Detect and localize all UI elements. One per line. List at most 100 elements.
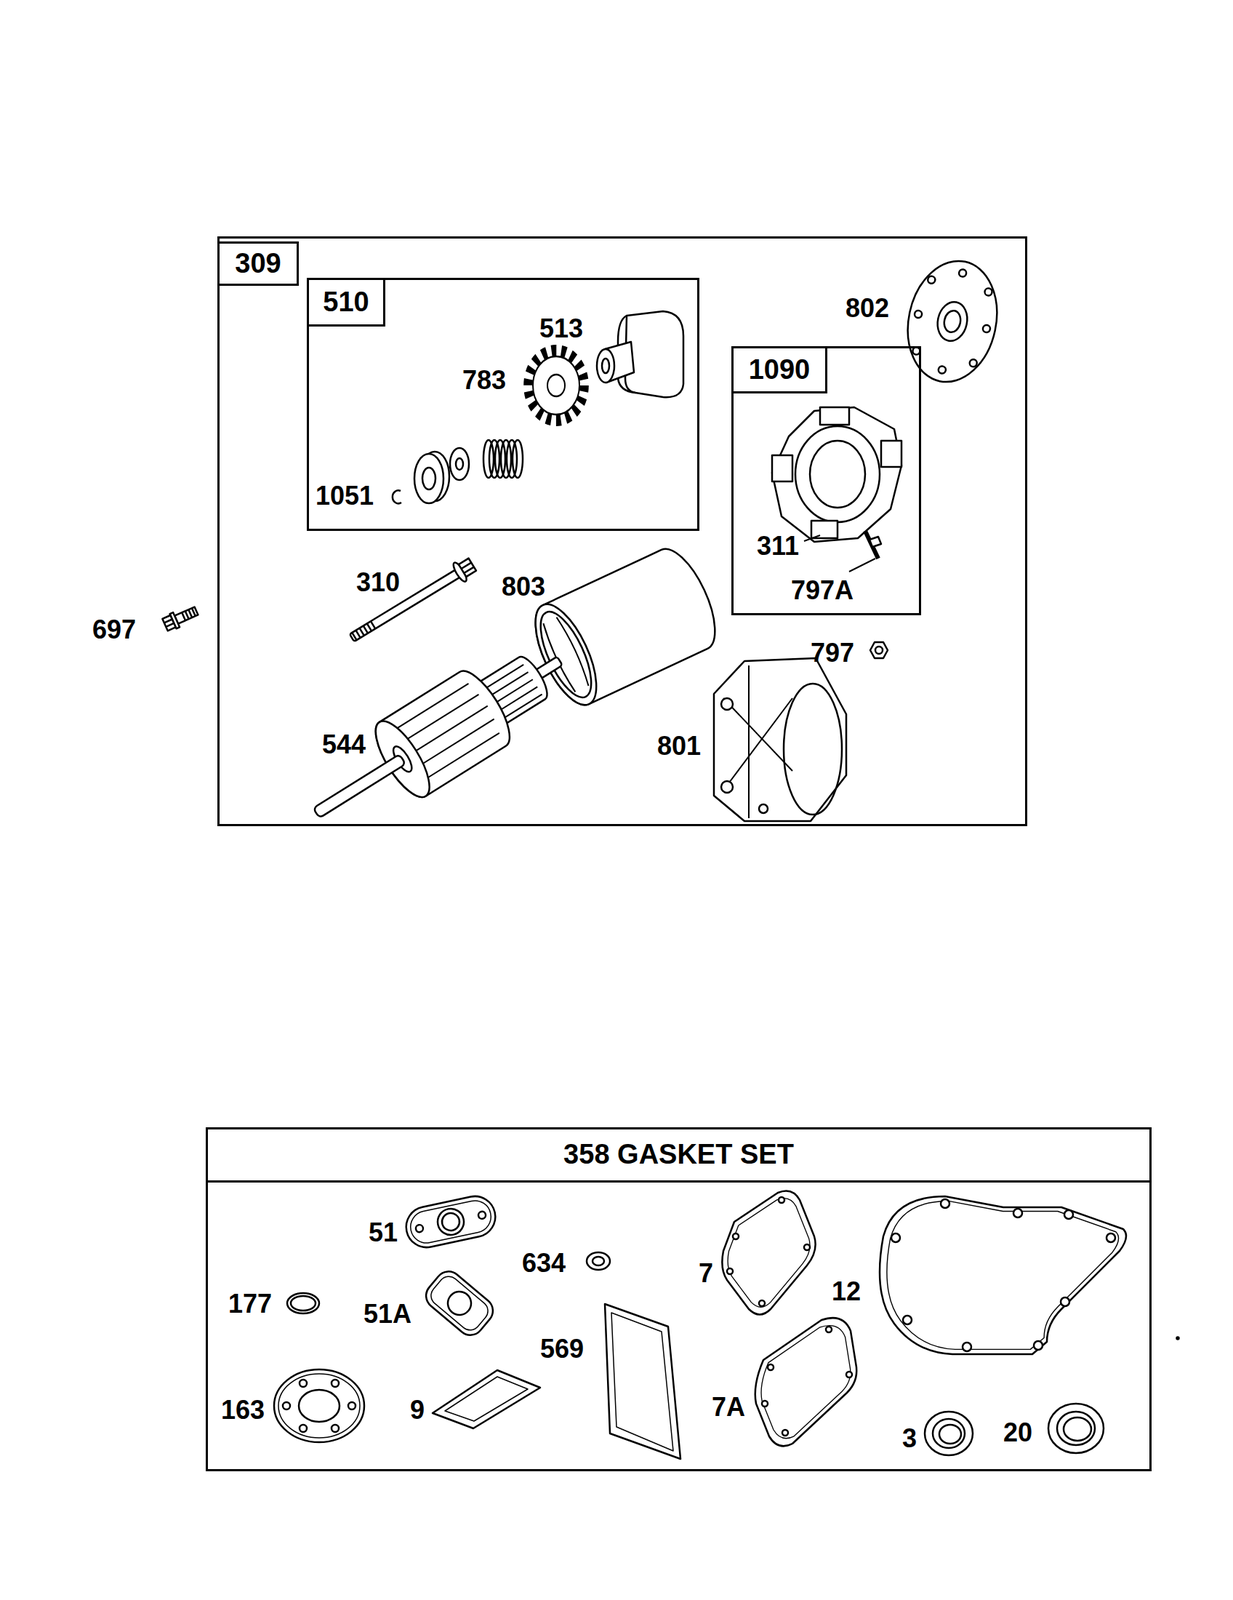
nut <box>870 641 888 658</box>
set-title: 358 GASKET SET <box>563 1139 794 1170</box>
gasket <box>442 1286 476 1319</box>
gasket <box>604 1303 681 1459</box>
callout-number: 51 <box>368 1219 398 1246</box>
gasket <box>402 1192 500 1252</box>
gasket <box>846 1371 853 1377</box>
end-cap <box>783 683 842 815</box>
gasket <box>727 1198 810 1308</box>
gasket <box>611 1312 674 1451</box>
seal <box>586 1251 610 1270</box>
gasket <box>902 1315 912 1324</box>
bolt <box>162 603 200 632</box>
gasket <box>879 1195 1127 1354</box>
gasket <box>825 1326 832 1332</box>
spring <box>512 439 523 478</box>
callout-number: 634 <box>521 1249 566 1276</box>
oil-seal <box>1048 1403 1104 1453</box>
gasket <box>432 1369 541 1428</box>
drive-housing <box>625 311 684 397</box>
gasket <box>299 1424 307 1432</box>
gasket <box>758 1299 765 1306</box>
oil-seal <box>939 1424 962 1444</box>
end-cap <box>758 804 768 813</box>
gasket <box>477 1210 487 1220</box>
gasket <box>879 1195 1127 1354</box>
pinion-gear <box>528 350 585 421</box>
end-plate <box>984 287 994 296</box>
retaining-ring <box>392 490 402 504</box>
brush-holder <box>772 455 793 482</box>
gasket <box>755 1317 857 1446</box>
brush-holder <box>869 536 882 547</box>
pinion-gear <box>547 374 565 397</box>
callout-number: 311 <box>756 532 799 560</box>
end-cap <box>723 665 793 818</box>
nut <box>870 641 888 658</box>
gasket <box>282 1401 291 1409</box>
drive-housing <box>601 358 610 373</box>
callout-number: 3 <box>902 1424 917 1452</box>
pinion-gear <box>528 350 585 421</box>
washer <box>455 458 464 470</box>
brush-holder <box>811 520 838 538</box>
gasket <box>1064 1209 1074 1219</box>
gasket <box>420 1265 498 1340</box>
end-plate <box>969 358 978 368</box>
gasket <box>891 1233 901 1242</box>
motor-frame <box>556 615 592 686</box>
gasket <box>274 1368 365 1442</box>
gasket <box>886 1200 1119 1349</box>
gasket <box>782 1429 789 1436</box>
callout-number: 1051 <box>315 482 374 509</box>
through-bolt <box>351 620 376 640</box>
armature <box>365 663 520 805</box>
oil-seal <box>924 1411 973 1455</box>
end-plate <box>942 308 963 334</box>
group-tab: 309 <box>217 241 299 286</box>
brush-holder <box>772 407 902 542</box>
gasket <box>278 1373 360 1438</box>
oil-seal <box>924 1411 973 1455</box>
gasket <box>435 1206 467 1238</box>
callout-number: 177 <box>228 1290 272 1317</box>
brush-holder <box>795 426 880 522</box>
callout-number: 51A <box>363 1300 412 1327</box>
gasket <box>804 1243 810 1250</box>
callout-number: 801 <box>657 732 701 759</box>
callout-number: 7 <box>698 1259 714 1287</box>
group-number: 309 <box>234 248 281 280</box>
callout-number: 513 <box>539 315 584 342</box>
pinion-gear <box>532 356 580 415</box>
armature <box>292 623 584 850</box>
gasket <box>415 1223 424 1233</box>
callout-number: 802 <box>845 295 890 322</box>
gasket <box>440 1211 461 1232</box>
o-ring <box>287 1292 320 1313</box>
washer <box>450 447 469 480</box>
gasket <box>761 1400 768 1407</box>
callout-number: 797 <box>810 639 855 666</box>
end-cap <box>721 697 733 710</box>
gasket <box>402 1192 500 1252</box>
through-bolt <box>349 569 461 642</box>
gasket <box>604 1303 681 1459</box>
spring <box>483 439 523 478</box>
gasket <box>755 1317 857 1446</box>
gasket <box>444 1376 528 1421</box>
washer <box>450 447 469 480</box>
callout-number: 310 <box>356 569 400 596</box>
gasket <box>761 1325 851 1439</box>
gasket <box>426 1271 493 1334</box>
gasket <box>298 1389 340 1422</box>
bolt <box>162 615 176 631</box>
callout-number: 12 <box>831 1278 861 1305</box>
gasket <box>331 1424 339 1432</box>
seal <box>586 1251 610 1270</box>
gasket <box>1013 1208 1023 1218</box>
end-plate <box>897 252 1008 390</box>
oil-seal <box>932 1418 965 1448</box>
gasket <box>331 1379 339 1387</box>
drive-housing <box>596 348 615 383</box>
gasket <box>962 1342 972 1351</box>
